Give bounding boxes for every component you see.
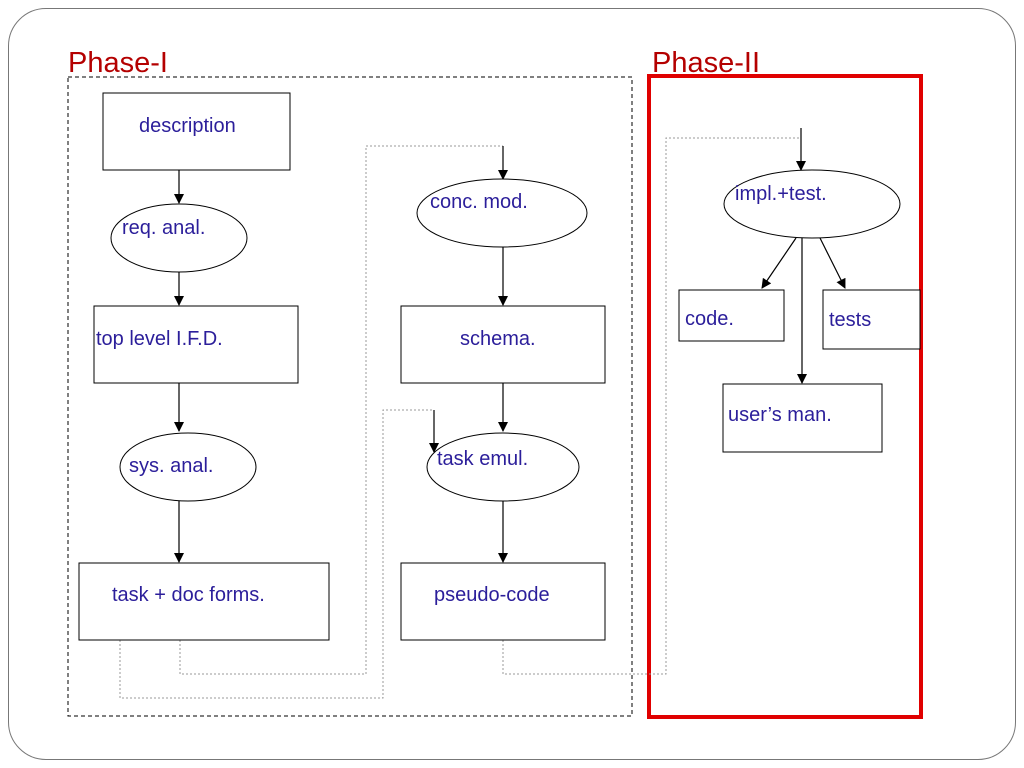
node-task-emul: task emul. xyxy=(426,432,580,502)
node-req-anal-label: req. anal. xyxy=(122,217,205,239)
node-impl-test-label: impl.+test. xyxy=(735,183,827,205)
node-code: code. xyxy=(678,289,785,342)
node-sys-anal-label: sys. anal. xyxy=(129,455,213,477)
node-req-anal: req. anal. xyxy=(110,203,248,273)
phase1-title: Phase-I xyxy=(68,47,168,79)
dotted-connector-2 xyxy=(119,409,434,699)
node-impl-test: impl.+test. xyxy=(723,169,901,239)
phase1-boundary xyxy=(67,76,633,717)
node-description: description xyxy=(102,92,291,171)
node-schema-label: schema. xyxy=(460,328,536,350)
node-conc-mod-label: conc. mod. xyxy=(430,191,528,213)
node-code-label: code. xyxy=(685,308,734,330)
dotted-connector-3 xyxy=(502,137,801,675)
node-task-emul-label: task emul. xyxy=(437,448,528,470)
node-description-label: description xyxy=(139,115,236,137)
node-users-man-label: user’s man. xyxy=(728,404,832,426)
node-tests-label: tests xyxy=(829,309,871,331)
node-pseudo-code-label: pseudo-code xyxy=(434,584,550,606)
node-top-level-ifd-label: top level I.F.D. xyxy=(96,328,223,350)
arrow-impl-tests xyxy=(819,237,846,289)
phase2-title: Phase-II xyxy=(652,47,760,79)
arrow-impl-code xyxy=(761,237,797,289)
phase2-boundary xyxy=(647,74,923,719)
node-task-doc-forms-label: task + doc forms. xyxy=(112,584,265,606)
node-tests: tests xyxy=(822,289,921,350)
dotted-connector-1 xyxy=(179,145,503,675)
node-task-doc-forms: task + doc forms. xyxy=(78,562,330,641)
node-top-level-ifd: top level I.F.D. xyxy=(93,305,299,384)
node-conc-mod: conc. mod. xyxy=(416,178,588,248)
slide-frame xyxy=(8,8,1016,760)
node-users-man: user’s man. xyxy=(722,383,883,453)
node-sys-anal: sys. anal. xyxy=(119,432,257,502)
node-schema: schema. xyxy=(400,305,606,384)
node-pseudo-code: pseudo-code xyxy=(400,562,606,641)
